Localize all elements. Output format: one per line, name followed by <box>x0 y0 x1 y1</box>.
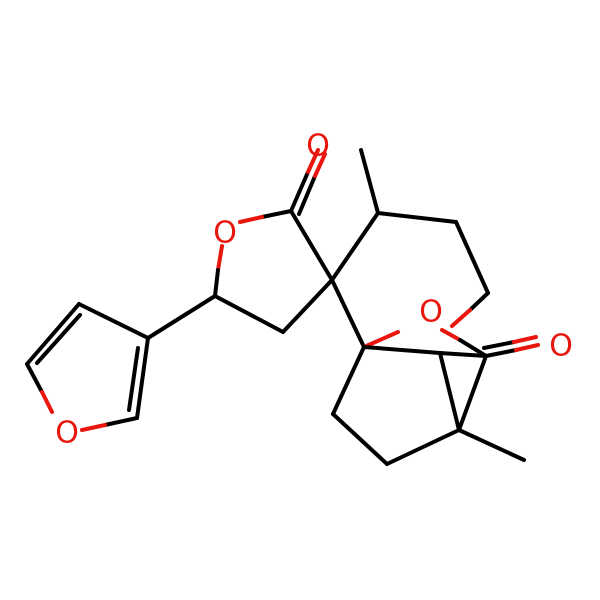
bond-o-bridge-c <box>458 338 488 358</box>
bond-furan-c3-c2 <box>135 336 150 420</box>
atom-o-furan: O <box>55 416 79 451</box>
bond-o-bridge-c-red <box>440 328 462 342</box>
bond-ch2-ch2 <box>331 412 389 466</box>
atom-o-ring-lactone: O <box>213 216 237 251</box>
bond-cbr-ketone <box>438 351 488 358</box>
bond-methyl-top <box>359 148 380 215</box>
bond-ketone-co-a-red <box>514 343 540 352</box>
six-membered-ring <box>330 148 490 349</box>
bond-o-ring-c5 <box>213 268 220 298</box>
lactone-ring <box>213 148 334 334</box>
bond-c2-o-ring <box>260 209 293 219</box>
bond-furan-c2-o-red <box>80 423 107 432</box>
bond-furan-c5-o <box>25 362 44 394</box>
bond-carbonyl-1a-o <box>306 148 320 174</box>
bond-o-ring-c5-red <box>216 244 224 272</box>
bond-quat-cbr <box>362 345 442 355</box>
bond-ketone-cme2 <box>457 354 488 432</box>
bond-c5-c4 <box>213 294 285 334</box>
furan-ring <box>25 294 217 432</box>
bond-furan-c4-c5 <box>25 302 81 366</box>
bond-furan-c2-o <box>103 416 139 427</box>
bond-ketone-co-b <box>482 340 516 350</box>
bond-quat-o-bridge-red <box>362 330 400 349</box>
bond-furan-c4-c5-inner <box>35 313 82 365</box>
bond-c5-furan <box>146 294 217 340</box>
bicyclic-core <box>331 328 540 466</box>
bond-cme2-ch2 <box>385 428 461 466</box>
bond-c4-spiro <box>281 278 334 334</box>
bond-spiro-quat <box>330 278 366 349</box>
bond-ketone-co-b-red <box>512 335 538 344</box>
bond-ch2-quat <box>331 345 366 416</box>
bond-spiro-cme <box>330 211 380 282</box>
bond-furan-c3-c4 <box>77 302 150 340</box>
bond-methyl-bottom <box>457 428 526 462</box>
bond-carbonyl-1b <box>297 174 317 216</box>
bond-carbonyl-1b-o <box>313 152 327 178</box>
bond-cbr-cme2 <box>438 351 461 432</box>
atom-o-carbonyl-lactone: O <box>306 129 330 164</box>
bond-furan-c5-o-red <box>40 390 54 414</box>
bond-c-bridge-o-red <box>450 308 472 328</box>
bond-furan-c3-c2-inner <box>127 346 140 412</box>
bond-c-bridge-o <box>468 291 490 312</box>
bond-ketone-co-a <box>484 348 518 358</box>
atom-o-carbonyl-ketone: O <box>549 329 573 364</box>
bond-c-c-right <box>454 220 490 295</box>
bond-spiro-c2 <box>289 209 334 282</box>
bond-cme-c <box>376 211 458 224</box>
atom-labels: O O O O O <box>55 129 573 451</box>
bond-carbonyl-1a <box>289 170 310 213</box>
atom-o-bridge: O <box>419 295 443 330</box>
bond-c2-o-ring-red <box>238 215 264 224</box>
